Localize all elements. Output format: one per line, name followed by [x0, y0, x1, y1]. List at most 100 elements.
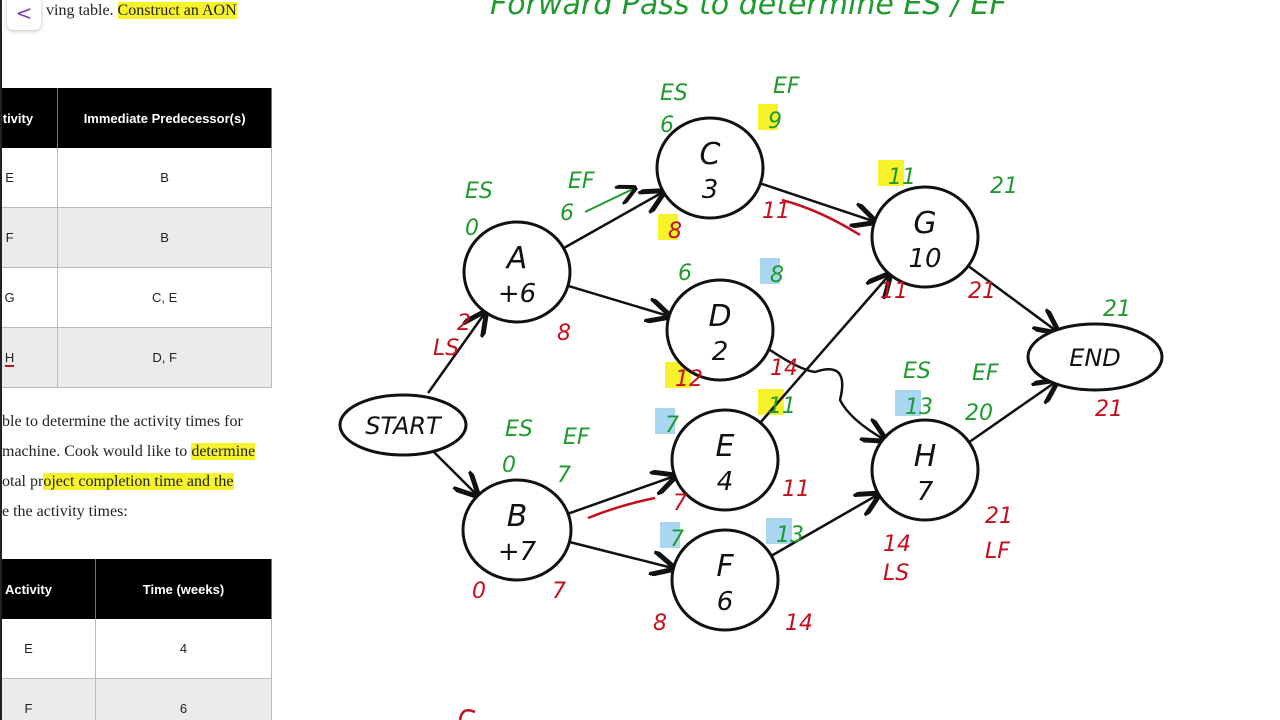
- annotation-green: ES: [660, 81, 688, 106]
- cell: 6: [95, 678, 273, 720]
- annotation-green: 7: [670, 527, 684, 552]
- annotation-red: 8: [557, 321, 571, 346]
- annotation-red: 12: [675, 367, 703, 392]
- node-A: [462, 220, 572, 324]
- annotation-green: 21: [990, 174, 1018, 199]
- annotation-green: 7: [665, 413, 679, 438]
- paragraph-line: otal project completion time and the: [2, 473, 234, 491]
- annotation-green: EF: [773, 74, 800, 99]
- cell: E: [2, 148, 59, 208]
- column-header: Immediate Predecessor(s): [57, 88, 272, 148]
- annotation-green: 6: [560, 201, 574, 226]
- annotation-red: 0: [472, 579, 486, 604]
- node-F-label: F: [716, 549, 734, 584]
- annotation-green: ES: [465, 179, 493, 204]
- annotation-red: LS: [433, 336, 459, 361]
- node-B: [461, 478, 573, 582]
- cell: C, E: [57, 267, 272, 328]
- intro-text: ving table. Construct an AON: [46, 2, 237, 20]
- node-F-duration: 6: [717, 587, 734, 617]
- annotation-red: 11: [880, 279, 908, 304]
- annotation-red: 8: [653, 611, 667, 636]
- node-end-label: END: [1069, 344, 1121, 372]
- node-H-duration: 7: [917, 477, 934, 507]
- highlight-mark: [878, 160, 904, 186]
- annotation-green: 21: [1103, 297, 1131, 322]
- back-button[interactable]: <: [7, 0, 41, 30]
- annotation-red: 21: [968, 279, 996, 304]
- annotation-red: 8: [668, 219, 682, 244]
- highlight-mark: [758, 104, 778, 130]
- predecessor-table: ActivityImmediate Predecessor(s) EB FB G…: [2, 88, 272, 388]
- annotation-green: 7: [557, 463, 571, 488]
- column-header: Time (weeks): [95, 559, 273, 619]
- node-start-label: START: [365, 412, 443, 440]
- annotation-green: EF: [568, 169, 595, 194]
- node-A-duration: +6: [498, 279, 536, 309]
- annotation-red: 11: [782, 477, 810, 502]
- red-arrow-annotation: [587, 496, 656, 520]
- annotation-red: LS: [883, 561, 909, 586]
- node-C: [655, 116, 765, 220]
- node-C-label: C: [700, 137, 721, 172]
- edge-C-G: [760, 182, 874, 221]
- annotation-green: 13: [776, 523, 804, 548]
- annotation-green: 11: [888, 165, 916, 190]
- node-E-label: E: [716, 429, 735, 464]
- cell-text: H: [4, 350, 15, 367]
- node-F: [670, 528, 780, 632]
- highlight-mark: [766, 518, 792, 544]
- annotation-red: 21: [985, 504, 1013, 529]
- edge-E-G: [759, 274, 889, 424]
- node-D: [665, 278, 775, 382]
- annotation-red: 14: [770, 356, 798, 381]
- highlight-mark: [655, 408, 675, 434]
- highlight-mark: [760, 258, 780, 284]
- annotation-red: LF: [985, 539, 1010, 564]
- annotation-green: 0: [502, 453, 516, 478]
- edge-A-C: [563, 192, 664, 250]
- chevron-left-icon: <: [15, 1, 33, 25]
- edge-H-end: [968, 381, 1056, 444]
- intro-text-highlight: Construct an AON: [117, 2, 237, 19]
- edge-B-E: [567, 476, 675, 515]
- edge-F-H: [770, 494, 878, 557]
- annotation-green: EF: [563, 425, 590, 450]
- cell: E: [2, 619, 96, 679]
- node-G-duration: 10: [908, 244, 941, 274]
- node-end: [1026, 322, 1164, 392]
- node-E-duration: 4: [717, 467, 734, 497]
- annotation-red: 14: [785, 611, 813, 636]
- annotation-red: 14: [883, 532, 911, 557]
- cell: B: [57, 148, 272, 208]
- annotation-red: 2: [457, 311, 471, 336]
- annotation-red: 7: [673, 491, 687, 516]
- diagram-title: Forward Pass to determine ES / EF: [490, 0, 1007, 22]
- edge-A-D: [567, 284, 669, 316]
- node-D-label: D: [708, 299, 731, 334]
- edge-start-A: [427, 312, 485, 394]
- cell: G: [2, 267, 59, 328]
- paragraph-line: machine. Cook would like to determine: [2, 443, 256, 461]
- node-G: [870, 185, 980, 289]
- annotation-green: 8: [770, 263, 784, 288]
- text: machine. Cook would like to: [2, 443, 192, 460]
- column-header: Activity: [2, 559, 96, 619]
- node-H: [870, 418, 980, 522]
- red-arrow-annotation: [781, 198, 861, 237]
- annotation-green: 0: [465, 216, 479, 241]
- text: otal pr: [2, 473, 44, 490]
- node-B-label: B: [507, 499, 528, 534]
- cell: F: [2, 207, 59, 268]
- green-arrow-annotation: [584, 188, 635, 213]
- annotation-green: 11: [768, 394, 796, 419]
- annotation-green: ES: [903, 359, 931, 384]
- annotation-green: 9: [768, 109, 782, 134]
- highlight-mark: [658, 214, 678, 240]
